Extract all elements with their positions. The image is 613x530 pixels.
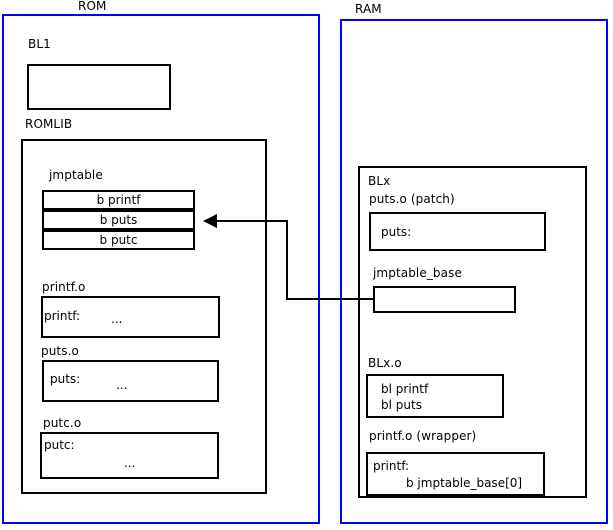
rom-putc-body: ... [124,456,136,470]
connector-arrowhead-icon [203,214,217,228]
rom-printf-body: ... [111,312,123,326]
rom-printf-o-box: printf: ... [41,296,220,338]
jmptable-base-box [373,286,516,313]
ram-puts-patch-box: puts: [369,212,546,251]
blx-o-box: bl printf bl puts [366,374,504,418]
ram-puts-patch-symbol: puts: [381,225,412,239]
jmptable-base-label: jmptable_base [373,266,462,280]
rom-puts-symbol: puts: [50,372,81,386]
jmptable-entry-printf: b printf [42,190,195,210]
printf-wrapper-instruction: b jmptable_base[0] [406,476,523,490]
rom-region [2,14,320,524]
bl1-label: BL1 [28,37,51,51]
connector-segment-bottom [286,298,374,300]
rom-putc-o-box: putc: ... [40,432,219,479]
rom-printf-symbol: printf: [44,309,81,323]
rom-putc-o-label: putc.o [43,416,82,430]
jmptable-label: jmptable [49,168,103,182]
rom-region-label: ROM [78,0,107,13]
rom-puts-o-box: puts: ... [42,360,219,402]
jmptable-entry-puts: b puts [42,210,195,230]
blx-o-line2: bl puts [381,398,422,412]
blx-label: BLx [368,174,391,188]
romlib-label: ROMLIB [25,117,73,131]
rom-putc-symbol: putc: [44,438,75,452]
ram-region-label: RAM [355,2,382,16]
rom-puts-o-label: puts.o [41,344,79,358]
printf-wrapper-symbol: printf: [373,459,410,473]
jmptable-entry-putc: b putc [42,230,195,250]
connector-segment-vertical [286,221,288,300]
ram-puts-patch-label: puts.o (patch) [369,192,455,206]
ram-region [340,19,608,524]
connector-segment-top [217,220,288,222]
blx-o-line1: bl printf [381,382,429,396]
rom-puts-body: ... [116,378,128,392]
printf-wrapper-label: printf.o (wrapper) [369,429,477,443]
blx-o-label: BLx.o [368,356,402,370]
bl1-box [27,64,171,110]
printf-wrapper-box: printf: b jmptable_base[0] [366,452,545,496]
rom-printf-o-label: printf.o [42,280,86,294]
